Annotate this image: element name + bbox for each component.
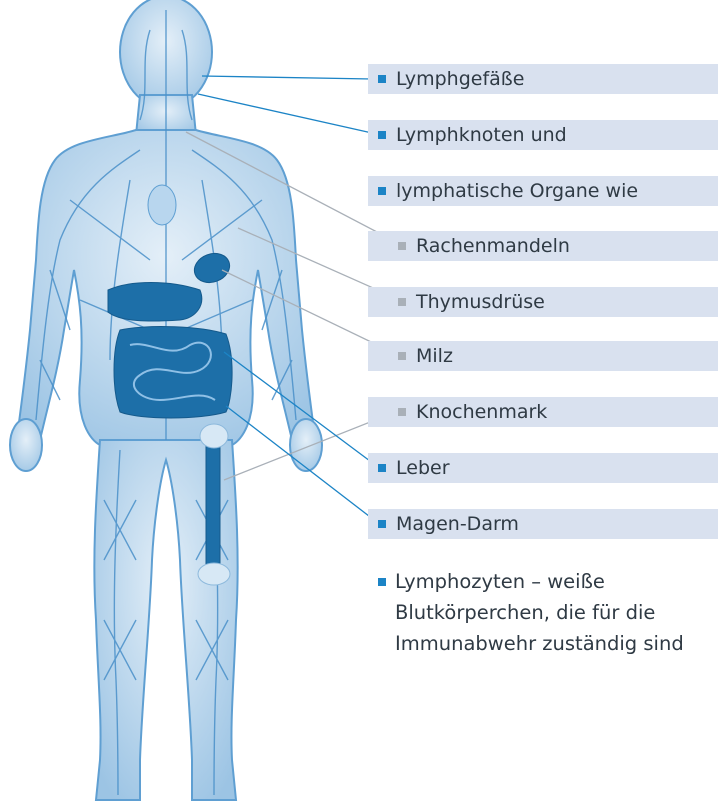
note-bullet bbox=[378, 578, 386, 586]
label-text: Rachenmandeln bbox=[416, 235, 570, 257]
label-text: Knochenmark bbox=[416, 401, 547, 423]
thymus-organ bbox=[148, 185, 176, 225]
label-bullet bbox=[378, 187, 386, 195]
label-text: Magen-Darm bbox=[396, 513, 519, 535]
intestine-organ bbox=[114, 327, 232, 418]
label-magen-darm: Magen-Darm bbox=[368, 509, 718, 539]
label-rachenmandeln: Rachenmandeln bbox=[368, 231, 718, 261]
label-bullet bbox=[378, 75, 386, 83]
note-line: Blutkörperchen, die für die bbox=[395, 597, 723, 628]
label-lymphknoten: Lymphknoten und bbox=[368, 120, 718, 150]
label-text: lymphatische Organe wie bbox=[396, 180, 638, 202]
label-thymusdruese: Thymusdrüse bbox=[368, 287, 718, 317]
pointer-lymphknoten bbox=[198, 94, 372, 133]
note-text: Lymphozyten – weiße Blutkörperchen, die … bbox=[395, 566, 723, 659]
label-bullet bbox=[378, 520, 386, 528]
label-bullet bbox=[398, 242, 406, 250]
label-text: Milz bbox=[416, 345, 453, 367]
note-line: Lymphozyten – weiße bbox=[395, 566, 723, 597]
label-text: Lymphgefäße bbox=[396, 68, 524, 90]
label-bullet bbox=[398, 352, 406, 360]
pointer-lymphgefaesse bbox=[202, 76, 372, 79]
femur-bone bbox=[206, 440, 220, 570]
label-lymphgefaesse: Lymphgefäße bbox=[368, 64, 718, 94]
liver-organ bbox=[108, 283, 202, 322]
label-bullet bbox=[398, 298, 406, 306]
label-bullet bbox=[378, 131, 386, 139]
label-milz: Milz bbox=[368, 341, 718, 371]
lymphocyte-note: Lymphozyten – weiße Blutkörperchen, die … bbox=[378, 566, 723, 659]
label-text: Thymusdrüse bbox=[416, 291, 545, 313]
note-line: Immunabwehr zuständig sind bbox=[395, 628, 723, 659]
label-bullet bbox=[398, 408, 406, 416]
label-knochenmark: Knochenmark bbox=[368, 397, 718, 427]
label-text: Lymphknoten und bbox=[396, 124, 567, 146]
label-lymphatische-organe: lymphatische Organe wie bbox=[368, 176, 718, 206]
label-leber: Leber bbox=[368, 453, 718, 483]
label-bullet bbox=[378, 464, 386, 472]
label-text: Leber bbox=[396, 457, 450, 479]
